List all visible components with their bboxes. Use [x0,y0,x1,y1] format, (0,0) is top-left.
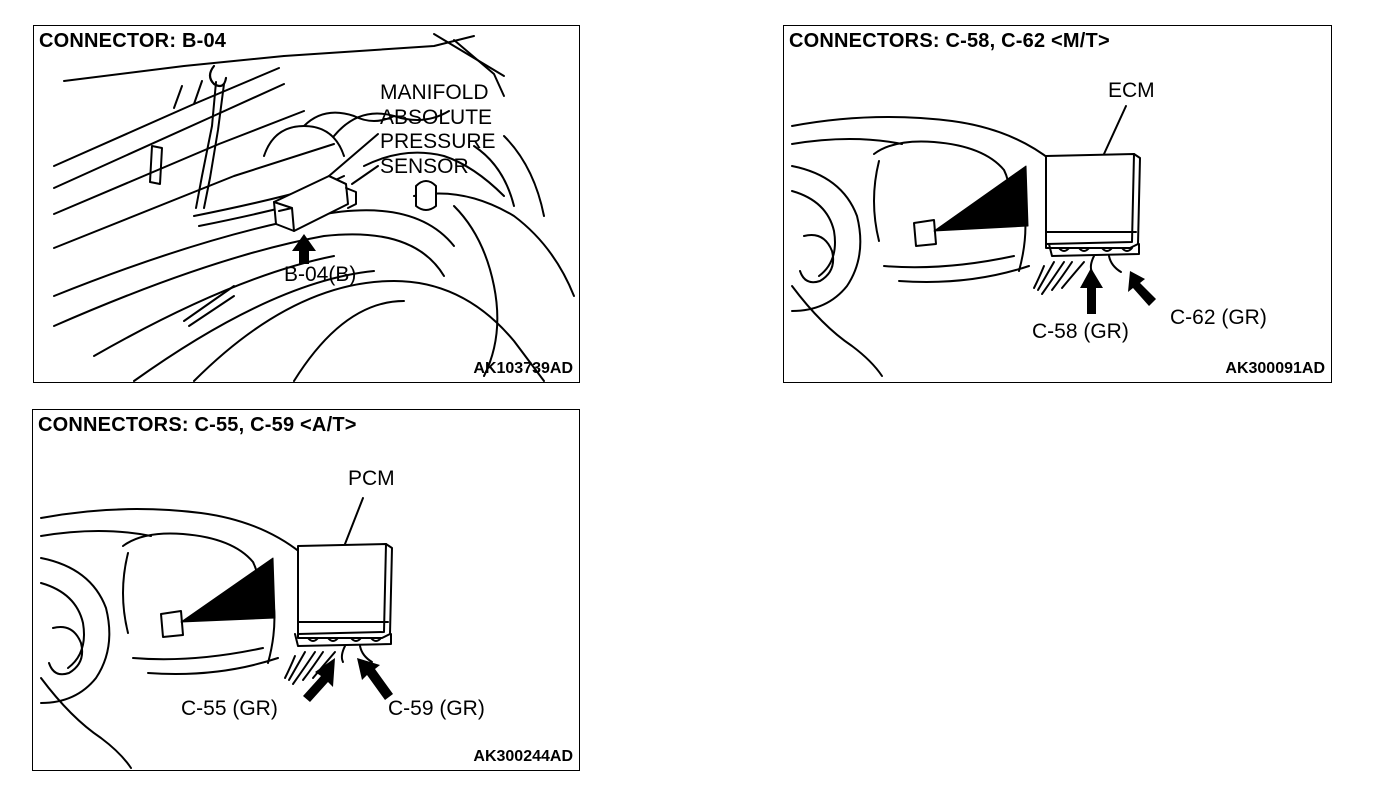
connector-label: C-59 (GR) [388,697,485,720]
component-label: ECM [1108,79,1155,102]
connector-label: B-04(B) [284,263,357,286]
illustration-code: AK300091AD [1225,360,1325,377]
component-label: MANIFOLD ABSOLUTE PRESSURE SENSOR [380,81,496,178]
connectors-c55-c59-panel: CONNECTORS: C-55, C-59 <A/T> PCM C-55 (G… [32,409,580,771]
illustration-code: AK103739AD [473,360,573,377]
dashboard-ecm-illustration [791,105,1156,377]
connector-label: C-55 (GR) [181,697,278,720]
connector-label: C-62 (GR) [1170,306,1267,329]
panel-title: CONNECTORS: C-55, C-59 <A/T> [38,414,357,436]
component-label: PCM [348,467,395,490]
engine-bay-illustration [53,33,575,382]
connector-label: C-58 (GR) [1032,320,1129,343]
panel-title: CONNECTOR: B-04 [39,30,227,52]
dashboard-pcm-illustration [40,497,393,769]
panel-title: CONNECTORS: C-58, C-62 <M/T> [789,30,1110,52]
connectors-c58-c62-panel: CONNECTORS: C-58, C-62 <M/T> ECM C-58 (G… [783,25,1332,383]
illustration-code: AK300244AD [473,748,573,765]
connector-b04-panel: CONNECTOR: B-04 MANIFOLD ABSOLUTE PRESSU… [33,25,580,383]
